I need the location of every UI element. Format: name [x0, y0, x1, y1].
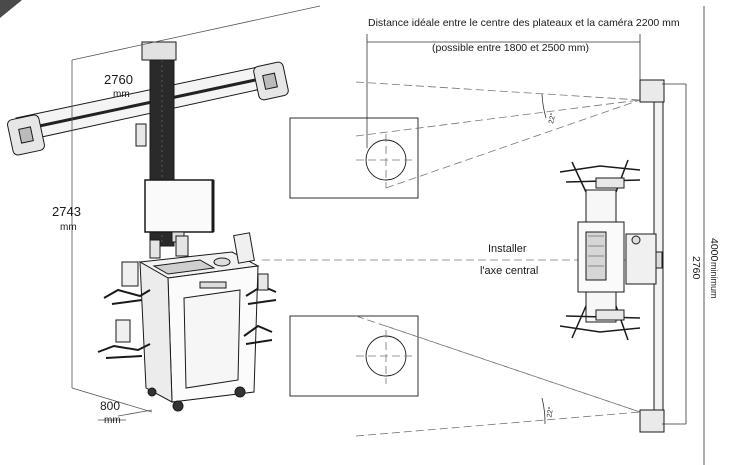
distance-dimension: [366, 34, 641, 148]
camera-bottom: [639, 409, 665, 433]
depth-unit: mm: [104, 415, 121, 426]
aligner-machine: [7, 41, 289, 412]
right-dimensions: [662, 6, 705, 465]
target-clamp: [121, 261, 139, 287]
height-value: 2743: [52, 204, 81, 219]
turntable-front-left: [289, 117, 419, 199]
angle-label-top: 22°: [547, 112, 557, 124]
monitor: [144, 179, 214, 233]
wheel: [172, 400, 184, 412]
range-text: (possible entre 1800 et 2500 mm): [432, 42, 589, 54]
axis-label-line1: Installer: [488, 243, 527, 255]
angle-arc-bottom: [541, 397, 546, 425]
cabinet-door: [183, 289, 241, 389]
keyboard: [152, 259, 216, 275]
machine-top-view: [559, 79, 665, 433]
distance-text: Distance idéale entre le centre des plat…: [368, 17, 680, 29]
mast-cap: [141, 41, 177, 61]
corner-tab: [0, 0, 22, 18]
angle-arc-top: [541, 93, 547, 119]
dimension-lines: [71, 5, 321, 421]
height-unit: mm: [60, 222, 77, 233]
cabinet-drawer: [199, 281, 227, 289]
depth-value: 800: [100, 399, 120, 413]
camera-top: [639, 79, 665, 103]
bay-note: minimum: [709, 262, 719, 299]
turntable-front-right: [289, 315, 419, 397]
width-value: 2760: [104, 72, 133, 87]
wheel: [147, 387, 157, 397]
target-clamp: [115, 319, 131, 343]
wheel: [234, 386, 246, 398]
width-unit: mm: [113, 89, 130, 100]
axis-label-line2: l'axe central: [480, 265, 538, 277]
angle-label-bottom: 22°: [545, 406, 555, 418]
bay-width: 4000: [708, 238, 720, 262]
beam-length: 2760: [690, 256, 702, 280]
camera-sight-lines: [262, 81, 641, 437]
